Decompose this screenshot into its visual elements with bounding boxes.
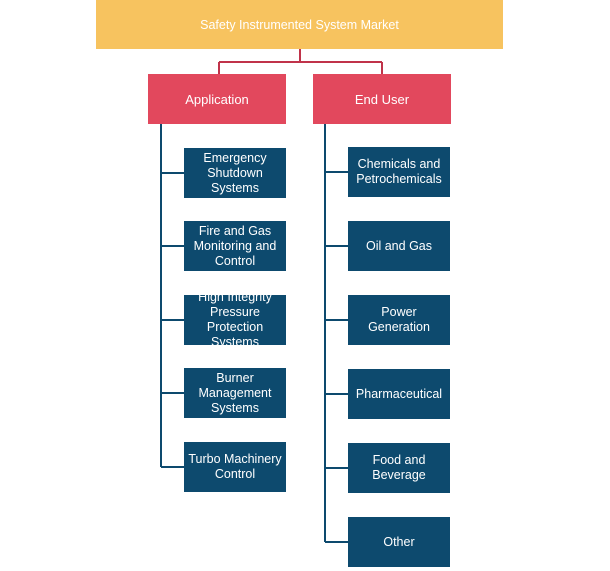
category-application: Application: [148, 74, 286, 124]
end-user-branch-connector: [324, 124, 348, 543]
application-item-burner-management: Burner Management Systems: [184, 368, 286, 418]
application-item-fire-and-gas: Fire and Gas Monitoring and Control: [184, 221, 286, 271]
application-branch-connector: [160, 124, 184, 468]
root-connector: [218, 49, 383, 74]
category-end-user: End User: [313, 74, 451, 124]
root-node: Safety Instrumented System Market: [96, 0, 503, 49]
application-item-hipps: High Integrity Pressure Protection Syste…: [184, 295, 286, 345]
end-user-item-power-generation: Power Generation: [348, 295, 450, 345]
end-user-item-food-and-beverage: Food and Beverage: [348, 443, 450, 493]
end-user-item-chemicals: Chemicals and Petrochemicals: [348, 147, 450, 197]
end-user-item-other: Other: [348, 517, 450, 567]
application-item-turbo-machinery: Turbo Machinery Control: [184, 442, 286, 492]
end-user-item-pharmaceutical: Pharmaceutical: [348, 369, 450, 419]
end-user-item-oil-and-gas: Oil and Gas: [348, 221, 450, 271]
application-item-emergency-shutdown: Emergency Shutdown Systems: [184, 148, 286, 198]
